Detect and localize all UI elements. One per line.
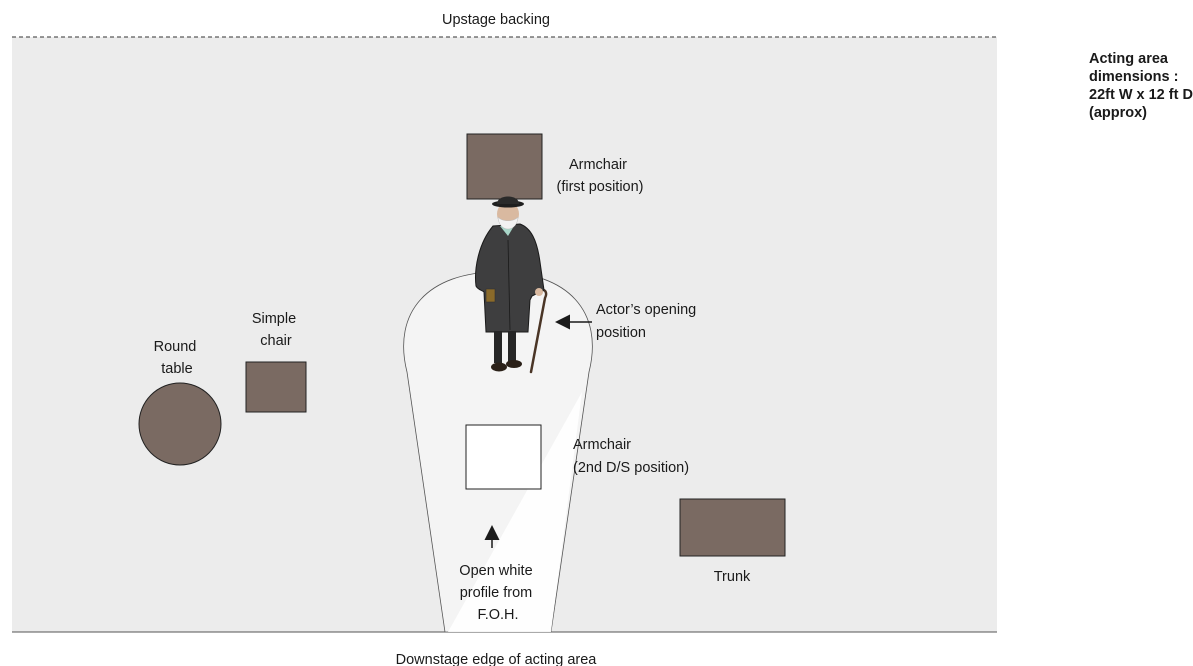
actor-figure: [475, 196, 548, 374]
trunk: [679, 498, 786, 557]
armchair-first-position: [466, 133, 543, 200]
dimensions-line-1: Acting area: [1089, 51, 1168, 67]
actor-opening-label: Actor’s opening position: [596, 302, 700, 341]
trunk-label: Trunk: [714, 569, 751, 585]
dimensions-line-2: dimensions :: [1089, 69, 1179, 85]
downstage-edge-label: Downstage edge of acting area: [396, 652, 598, 666]
armchair-second-label: Armchair (2nd D/S position): [573, 437, 689, 476]
dimensions-line-4: (approx): [1089, 105, 1147, 121]
upstage-backing-label: Upstage backing: [442, 12, 550, 28]
acting-area-dimensions: Acting area dimensions : 22ft W x 12 ft …: [1089, 50, 1193, 122]
dimensions-line-3: 22ft W x 12 ft D: [1089, 87, 1193, 103]
armchair-first-label: Armchair (first position): [556, 157, 643, 195]
round-table-label: Round table: [154, 339, 201, 377]
armchair-second-position: [465, 424, 542, 490]
simple-chair-label: Simple chair: [252, 311, 300, 349]
round-table: [138, 382, 222, 466]
beam-highlight: [448, 392, 582, 632]
profile-label: Open white profile from F.O.H.: [459, 563, 536, 623]
simple-chair: [245, 361, 307, 413]
